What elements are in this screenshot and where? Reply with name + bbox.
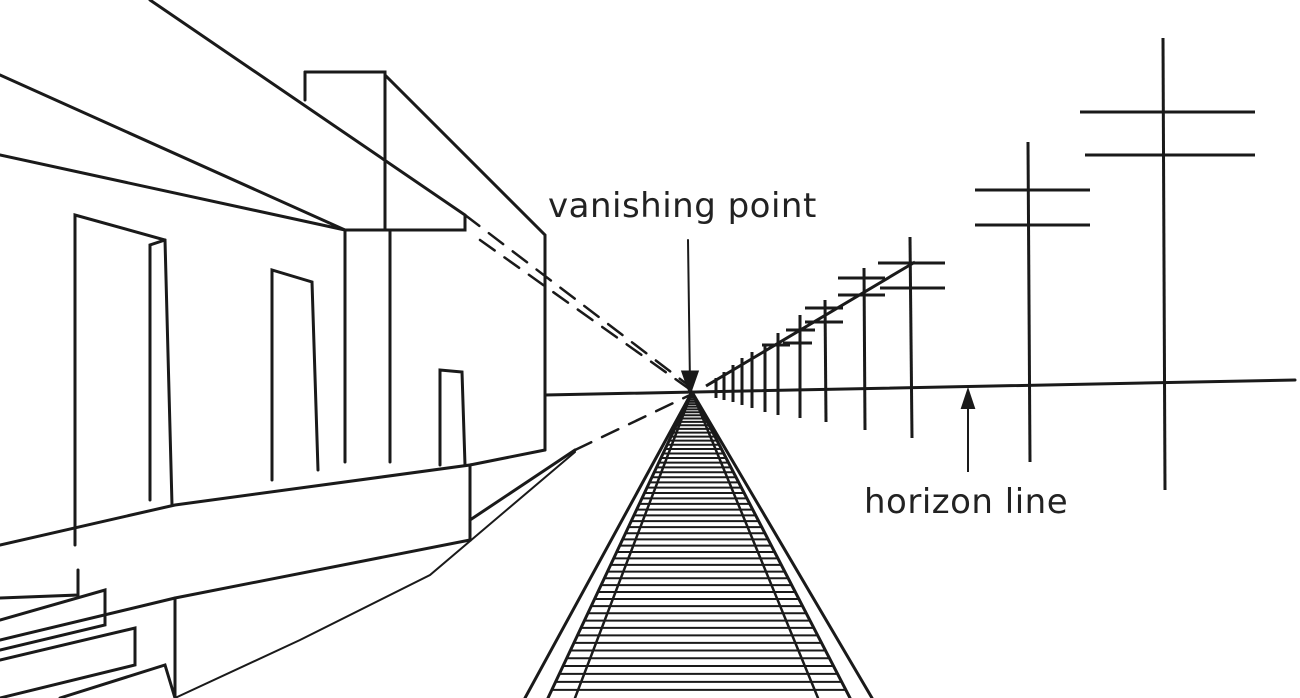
horizon-line [543, 378, 1297, 397]
horizon-line-label: horizon line [864, 482, 1069, 522]
railroad-ties [551, 391, 846, 691]
roof [0, 0, 467, 232]
horizon-arrow [960, 386, 976, 472]
telephone-poles [705, 37, 1255, 491]
vanishing-point-label: vanishing point [548, 186, 817, 226]
